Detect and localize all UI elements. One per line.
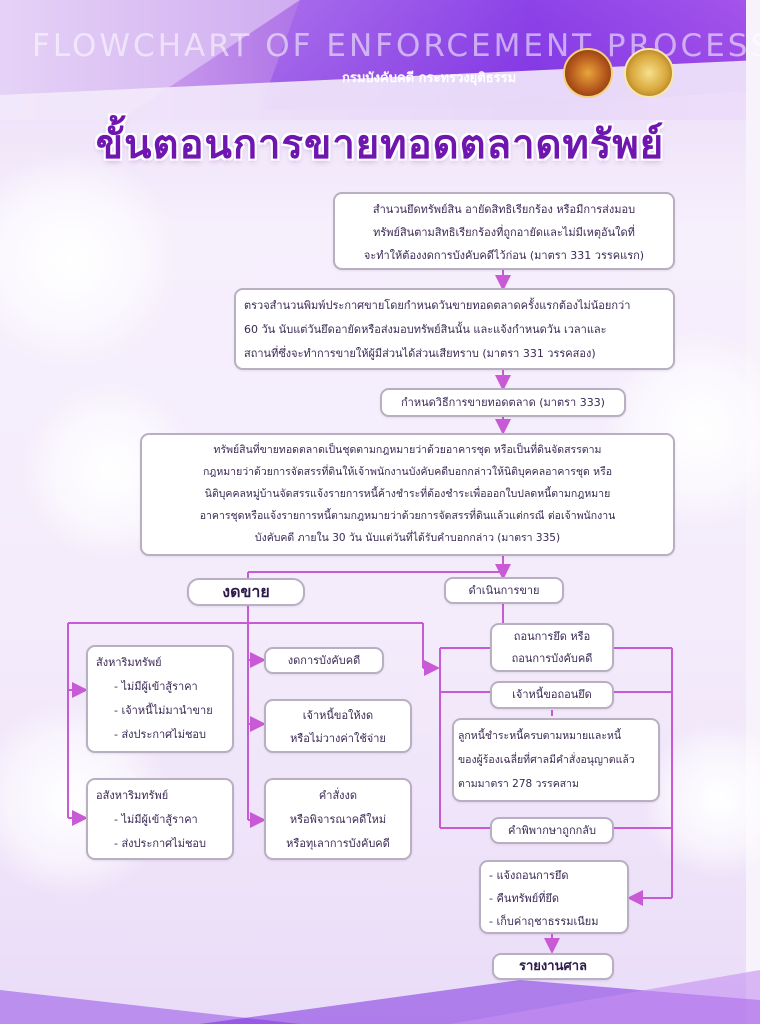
suspend-enforcement-label: งดการบังคับคดี	[287, 654, 361, 667]
step-announce-line: สถานที่ซึ่งจะทำการขายให้ผู้มีส่วนได้ส่วน…	[244, 347, 596, 360]
immovable-property-box: อสังหาริมทรัพย์ - ไม่มีผู้เข้าสู้ราคา - …	[86, 778, 234, 860]
step-method-box: กำหนดวิธีการขายทอดตลาด (มาตรา 333)	[380, 388, 626, 417]
notify-action-item: - เก็บค่าฤชาธรรมเนียม	[489, 915, 599, 928]
debtor-paid-line: ลูกหนี้ชำระหนี้ครบตามหมายและหนี้	[458, 730, 622, 742]
step-announce-line: ตรวจสำนวนพิมพ์ประกาศขายโดยกำหนดวันขายทอด…	[244, 299, 631, 312]
notify-action-item: - แจ้งถอนการยึด	[489, 869, 569, 882]
immovable-property-item: - ไม่มีผู้เข้าสู้ราคา	[114, 813, 198, 826]
step-announce-box: ตรวจสำนวนพิมพ์ประกาศขายโดยกำหนดวันขายทอด…	[234, 288, 675, 370]
judgment-reversed-box: คำพิพากษาถูกกลับ	[490, 817, 614, 844]
suspend-sale-label: งดขาย	[187, 578, 305, 606]
step-seizure-box: สำนวนยึดทรัพย์สิน อายัดสิทธิเรียกร้อง หร…	[333, 192, 675, 270]
bottom-decoration	[0, 970, 760, 1024]
court-order-line: หรือพิจารณาคดีใหม่	[289, 813, 387, 826]
step-method-label: กำหนดวิธีการขายทอดตลาด (มาตรา 333)	[401, 396, 605, 409]
department-seal-icon	[563, 48, 613, 98]
step-announce-line: 60 วัน นับแต่วันยึดอายัดหรือส่งมอบทรัพย์…	[244, 323, 607, 336]
debtor-paid-box: ลูกหนี้ชำระหนี้ครบตามหมายและหนี้ ของผู้ร…	[452, 718, 660, 802]
step-condominium-line: กฎหมายว่าด้วยการจัดสรรที่ดินให้เจ้าพนักง…	[202, 466, 613, 478]
suspend-sale-text: งดขาย	[222, 582, 270, 601]
creditor-withdraw-label: เจ้าหนี้ขอถอนยึด	[512, 688, 592, 701]
ministry-seal-icon	[624, 48, 674, 98]
court-order-line: หรือทุเลาการบังคับคดี	[286, 837, 390, 850]
movable-property-box: สังหาริมทรัพย์ - ไม่มีผู้เข้าสู้ราคา - เ…	[86, 645, 234, 753]
step-seizure-line: ทรัพย์สินตามสิทธิเรียกร้องที่ถูกอายัดและ…	[373, 226, 635, 239]
page-title: ขั้นตอนการขายทอดตลาดทรัพย์	[95, 122, 665, 168]
movable-property-item: - ไม่มีผู้เข้าสู้ราคา	[114, 680, 198, 693]
notify-action-item: - คืนทรัพย์ที่ยึด	[489, 892, 560, 905]
step-seizure-line: จะทำให้ต้องงดการบังคับคดีไว้ก่อน (มาตรา …	[363, 249, 645, 262]
suspend-enforcement-box: งดการบังคับคดี	[264, 647, 384, 674]
immovable-property-item: - ส่งประกาศไม่ชอบ	[114, 837, 207, 850]
step-condominium-line: บังคับคดี ภายใน 30 วัน นับแต่วันที่ได้รั…	[254, 532, 561, 544]
debtor-paid-line: ของผู้ร้องเฉลี่ยที่ศาลมีคำสั่งอนุญาตแล้ว	[458, 754, 635, 766]
step-condominium-box: ทรัพย์สินที่ขายทอดตลาดเป็นชุดตามกฎหมายว่…	[140, 433, 675, 556]
withdraw-seizure-box: ถอนการยึด หรือ ถอนการบังคับคดี	[490, 623, 614, 672]
judgment-reversed-label: คำพิพากษาถูกกลับ	[507, 824, 596, 837]
court-order-line: คำสั่งงด	[318, 789, 358, 802]
creditor-request-line: หรือไม่วางค่าใช้จ่าย	[290, 732, 386, 745]
court-order-box: คำสั่งงด หรือพิจารณาคดีใหม่ หรือทุเลาการ…	[264, 778, 412, 860]
creditor-request-line: เจ้าหนี้ขอให้งด	[302, 709, 374, 722]
court-report-box: รายงานศาล	[492, 953, 614, 980]
creditor-request-box: เจ้าหนี้ขอให้งด หรือไม่วางค่าใช้จ่าย	[264, 699, 412, 753]
movable-property-item: - ส่งประกาศไม่ชอบ	[114, 728, 207, 741]
step-condominium-line: ทรัพย์สินที่ขายทอดตลาดเป็นชุดตามกฎหมายว่…	[213, 444, 602, 456]
creditor-withdraw-box: เจ้าหนี้ขอถอนยึด	[490, 681, 614, 709]
proceed-sale-label: ดำเนินการขาย	[444, 577, 564, 604]
step-seizure-line: สำนวนยึดทรัพย์สิน อายัดสิทธิเรียกร้อง หร…	[372, 203, 636, 216]
withdraw-seizure-line: ถอนการยึด หรือ	[513, 630, 591, 643]
step-condominium-line: อาคารชุดหรือแจ้งรายการหนี้ตามกฎหมายว่าด้…	[199, 510, 616, 522]
court-report-label: รายงานศาล	[519, 959, 587, 974]
movable-property-title: สังหาริมทรัพย์	[96, 656, 162, 669]
decorative-flower	[640, 720, 760, 880]
department-name: กรมบังคับคดี กระทรวงยุติธรรม	[342, 71, 517, 86]
debtor-paid-line: ตามมาตรา 278 วรรคสาม	[458, 778, 579, 790]
withdraw-seizure-line: ถอนการบังคับคดี	[511, 652, 593, 665]
immovable-property-title: อสังหาริมทรัพย์	[96, 789, 169, 802]
notify-actions-box: - แจ้งถอนการยึด - คืนทรัพย์ที่ยึด - เก็บ…	[479, 860, 629, 934]
proceed-sale-text: ดำเนินการขาย	[468, 584, 540, 597]
movable-property-item: - เจ้าหนี้ไม่มานำขาย	[114, 704, 213, 717]
decorative-flower	[0, 150, 180, 370]
step-condominium-line: นิติบุคคลหมู่บ้านจัดสรรแจ้งรายการหนี้ค้า…	[204, 488, 611, 500]
